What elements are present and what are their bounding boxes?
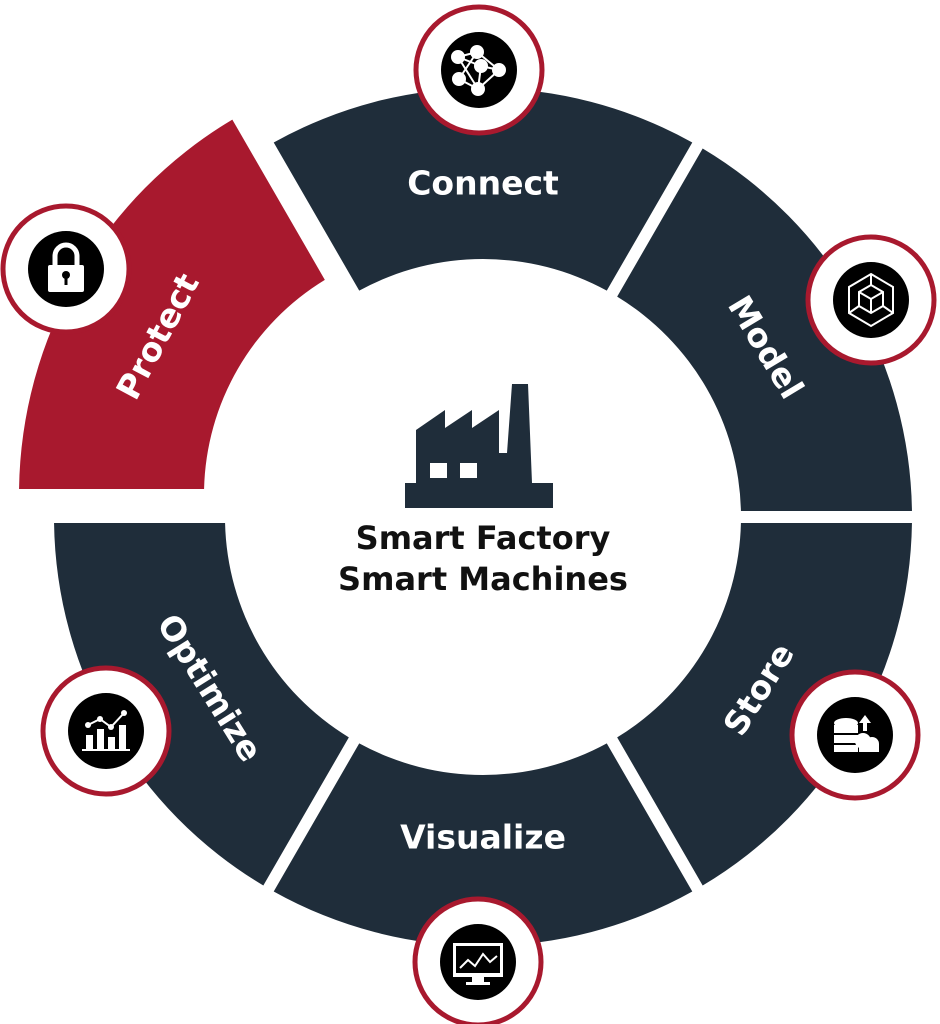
protect-badge xyxy=(0,203,132,335)
center-title-line2: Smart Machines xyxy=(338,560,628,598)
segment-connect xyxy=(273,88,693,291)
monitor-chart-icon xyxy=(453,943,503,985)
cube-icon xyxy=(848,272,894,328)
visualize-badge xyxy=(412,896,544,1024)
model-badge xyxy=(805,234,937,366)
lock-icon xyxy=(48,242,84,292)
segment-model xyxy=(617,148,912,512)
bar-chart-icon xyxy=(82,710,130,751)
database-cloud-icon xyxy=(834,715,879,752)
connect-badge xyxy=(413,4,545,136)
segment-store xyxy=(617,522,912,886)
segment-optimize xyxy=(54,522,349,886)
segment-visualize xyxy=(273,743,693,947)
network-icon xyxy=(451,45,506,96)
segment-protect xyxy=(19,119,325,490)
segment-label-visualize: Visualize xyxy=(400,818,566,857)
store-badge xyxy=(789,669,921,801)
optimize-badge xyxy=(40,665,172,797)
segment-label-connect: Connect xyxy=(407,164,559,203)
center-title-line1: Smart Factory xyxy=(356,519,611,557)
factory-icon xyxy=(405,384,553,508)
